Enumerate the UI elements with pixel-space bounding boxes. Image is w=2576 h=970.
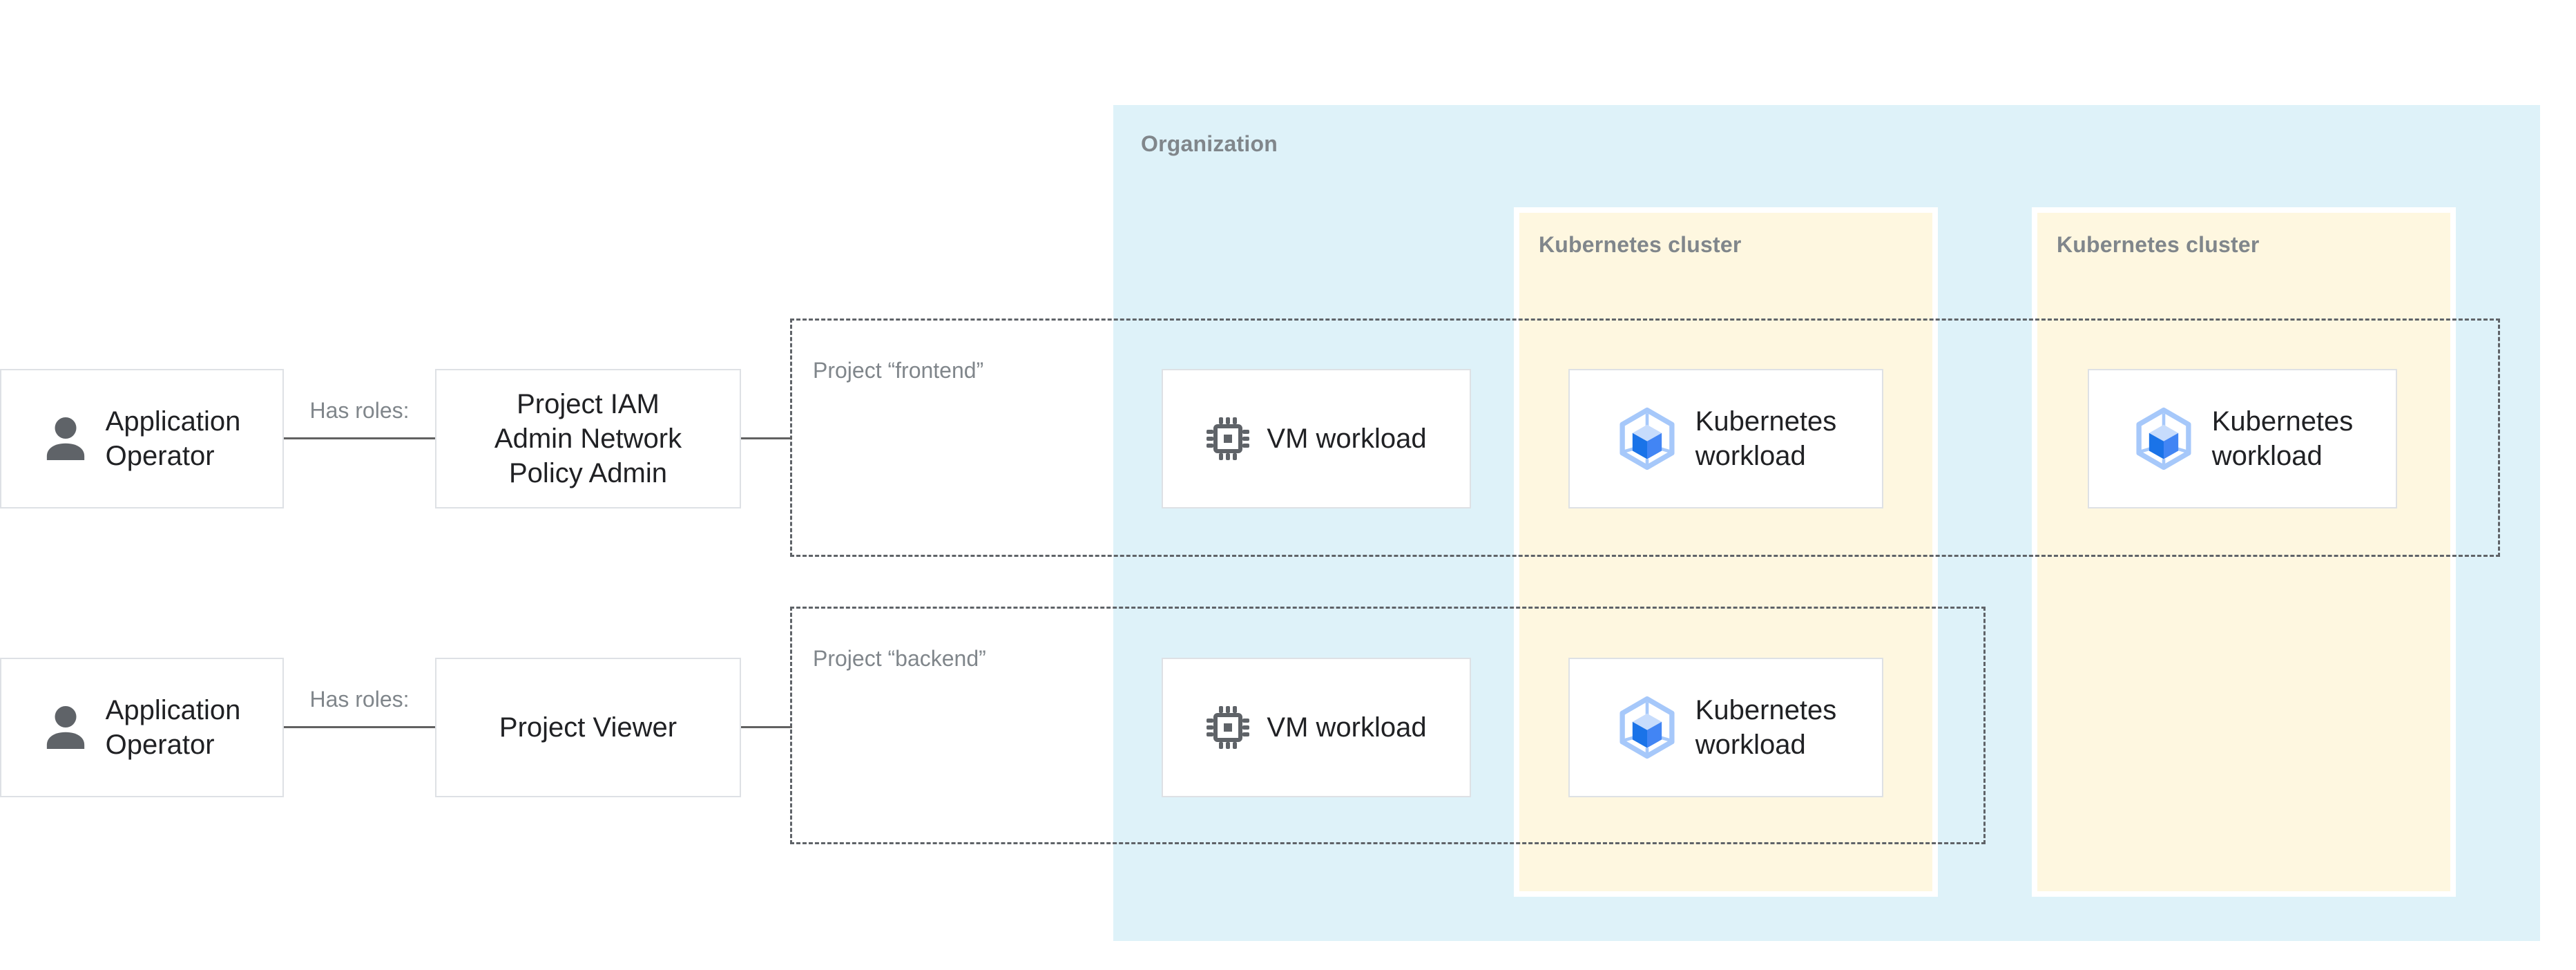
connector-role2-backend (741, 726, 792, 728)
workload-label-line: workload (1695, 730, 1806, 760)
person-icon (44, 705, 88, 750)
role-card-project-iam-network-policy-admin: Project IAM Admin Network Policy Admin (435, 369, 741, 508)
role-label-line: Admin Network (494, 424, 682, 454)
has-roles-label-1: Has roles: (309, 398, 410, 423)
role-label-line: Project Viewer (499, 712, 677, 743)
kubernetes-cluster-label: Kubernetes cluster (1539, 232, 1742, 257)
operator-label-line: Operator (105, 441, 215, 471)
vm-chip-icon (1206, 417, 1250, 461)
role-label-line: Project IAM (517, 389, 660, 419)
workload-label: VM workload (1267, 712, 1427, 743)
workload-card-vm-backend: VM workload (1162, 658, 1471, 797)
gke-icon (2132, 407, 2195, 470)
workload-label-line: workload (1695, 441, 1806, 471)
kubernetes-cluster-label: Kubernetes cluster (2057, 232, 2260, 257)
workload-label-line: Kubernetes (2211, 406, 2354, 437)
application-operator-card-2: Application Operator (0, 658, 284, 797)
gke-icon (1615, 407, 1679, 470)
connector-role1-frontend (741, 437, 792, 439)
workload-card-vm-frontend: VM workload (1162, 369, 1471, 508)
workload-card-kubernetes-frontend-cluster2: Kubernetes workload (2088, 369, 2397, 508)
workload-label-line: Kubernetes (1695, 695, 1837, 725)
connector-operator2-role2 (284, 726, 435, 728)
operator-label-line: Application (105, 695, 241, 725)
kubernetes-cluster-zone-2: Kubernetes cluster (2032, 207, 2456, 897)
workload-card-kubernetes-backend-cluster1: Kubernetes workload (1568, 658, 1883, 797)
workload-card-kubernetes-frontend-cluster1: Kubernetes workload (1568, 369, 1883, 508)
operator-label-line: Operator (105, 730, 215, 760)
organization-label: Organization (1141, 131, 1278, 156)
has-roles-label-2: Has roles: (309, 687, 410, 712)
project-backend-label: Project “backend” (813, 646, 986, 671)
project-backend-boundary: Project “backend” (790, 607, 1986, 844)
gke-icon (1615, 696, 1679, 759)
workload-label-line: Kubernetes (1695, 406, 1837, 437)
project-frontend-label: Project “frontend” (813, 358, 984, 383)
workload-label: VM workload (1267, 424, 1427, 454)
role-label-line: Policy Admin (509, 458, 667, 488)
person-icon (44, 417, 88, 461)
role-card-project-viewer: Project Viewer (435, 658, 741, 797)
workload-label-line: workload (2211, 441, 2323, 471)
connector-operator1-role1 (284, 437, 435, 439)
vm-chip-icon (1206, 705, 1250, 750)
application-operator-card-1: Application Operator (0, 369, 284, 508)
operator-label-line: Application (105, 406, 241, 437)
